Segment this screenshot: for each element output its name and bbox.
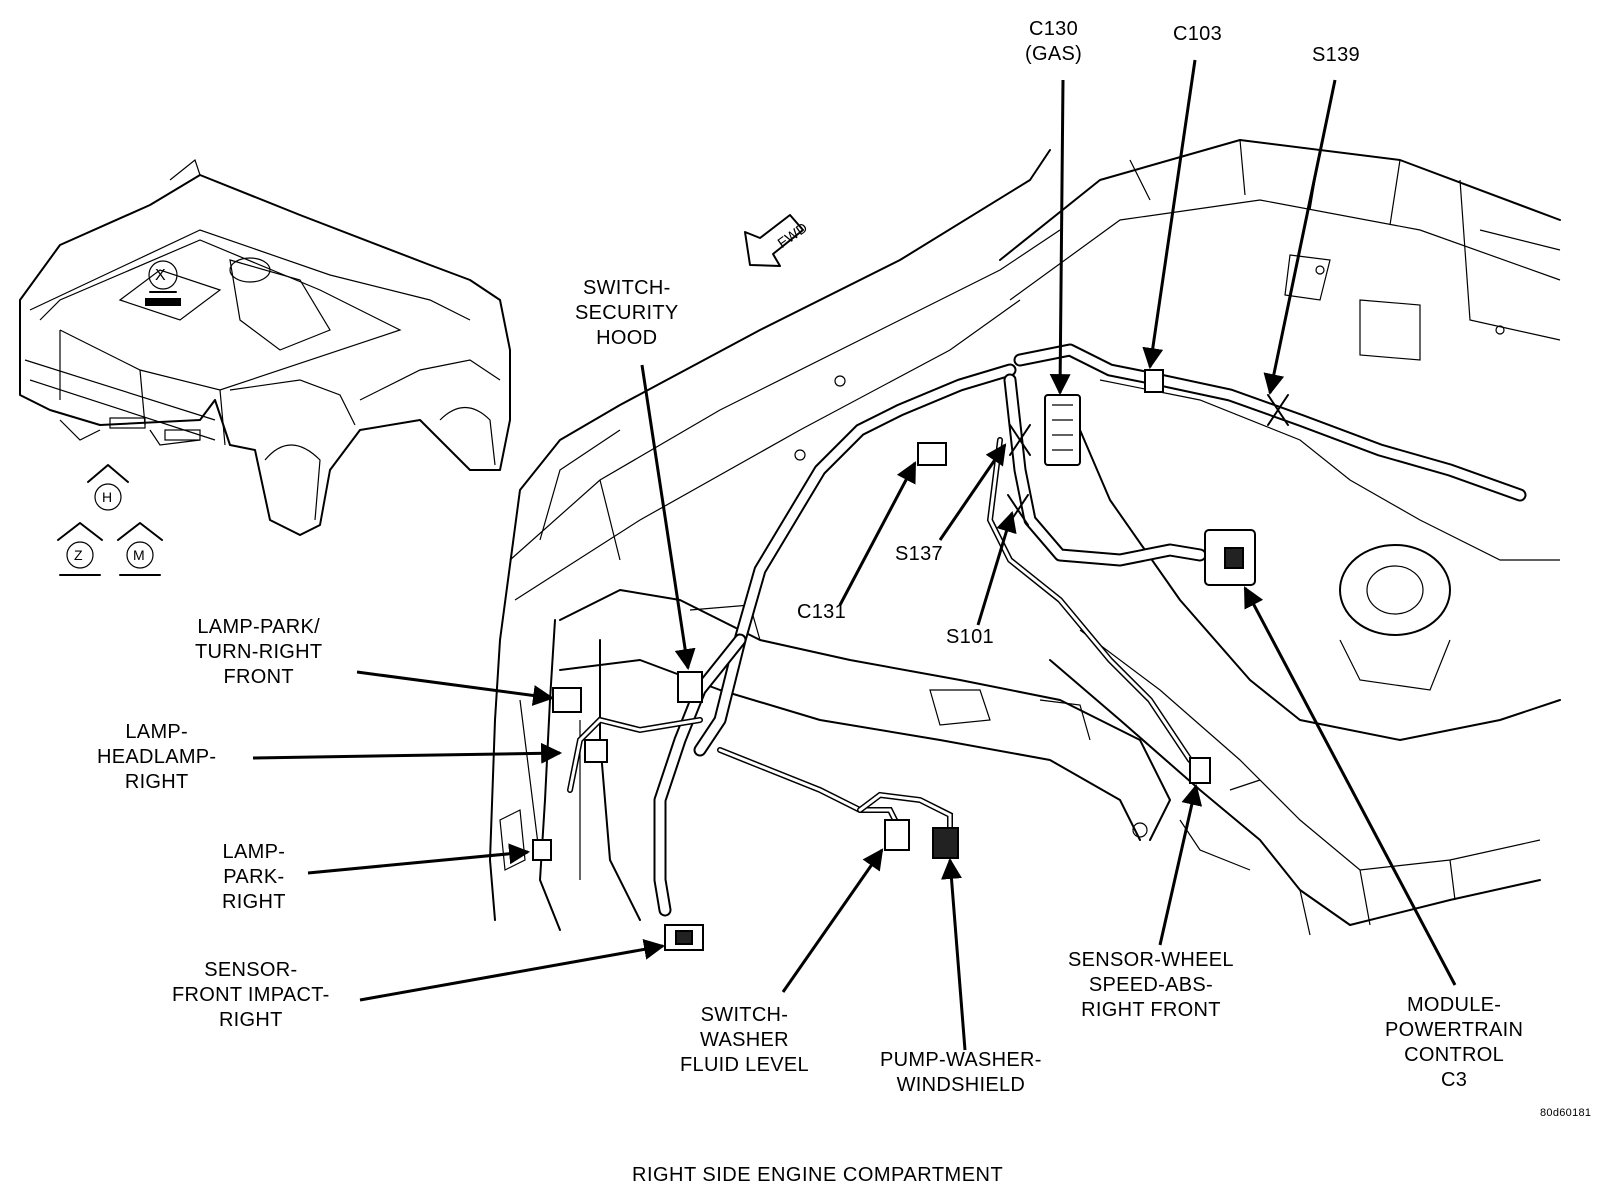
label-s139: S139 [1312,44,1360,66]
label-lamp-park-turn-right-front: LAMP-PARK/ TURN-RIGHT FRONT [195,616,323,688]
view-marker-z-icon [57,522,103,576]
figure-id: 80d60181 [1540,1107,1592,1119]
wiring-harness [567,343,1527,917]
label-lamp-park-right: LAMP- PARK- RIGHT [222,841,286,913]
view-marker-x-letter: X [155,267,166,284]
label-pump-washer-windshield: PUMP-WASHER- WINDSHIELD [880,1049,1042,1096]
vehicle-inset [19,158,511,536]
label-lamp-headlamp-right: LAMP- HEADLAMP- RIGHT [97,721,217,793]
label-sensor-front-impact-right: SENSOR- FRONT IMPACT- RIGHT [172,959,330,1031]
label-switch-washer-fluid-level: SWITCH- WASHER FLUID LEVEL [680,1004,809,1076]
label-c131: C131 [797,601,847,623]
leader-lines [252,59,1457,1051]
engine-compartment-body [489,139,1561,936]
label-sensor-wheel-speed-abs-right-front: SENSOR-WHEEL SPEED-ABS- RIGHT FRONT [1068,949,1234,1021]
label-c103: C103 [1173,23,1223,45]
label-s137: S137 [895,543,943,565]
figure-caption: RIGHT SIDE ENGINE COMPARTMENT [632,1164,1004,1186]
fwd-arrow-icon [744,214,804,267]
label-module-powertrain-control-c3: MODULE- POWERTRAIN CONTROL C3 [1385,994,1524,1091]
label-c130: C130 (GAS) [1025,18,1083,65]
view-marker-h-icon [87,464,129,511]
view-marker-h-letter: H [102,489,113,505]
label-s101: S101 [946,626,994,648]
view-marker-z-letter: Z [74,547,83,563]
view-marker-m-letter: M [133,547,145,563]
label-switch-security-hood: SWITCH- SECURITY HOOD [575,277,679,349]
view-marker-x-icon [145,260,181,306]
view-marker-m-icon [117,522,163,576]
connectors [532,369,1256,951]
